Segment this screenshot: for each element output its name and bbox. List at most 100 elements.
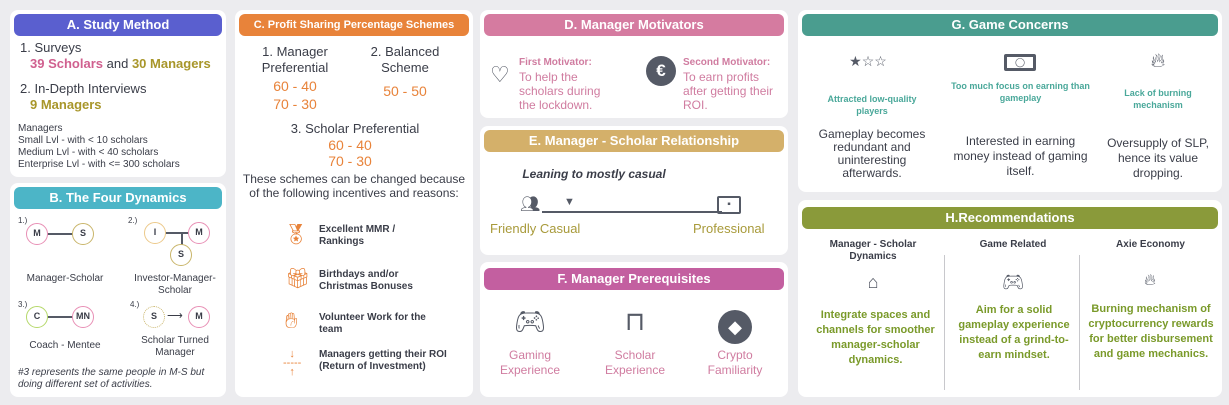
panel-header: C. Profit Sharing Percentage Schemes: [239, 14, 469, 36]
reason-text: Volunteer Work for the team: [319, 312, 426, 335]
panel-header: G. Game Concerns: [802, 14, 1218, 36]
flame-icon: 🔥︎: [1150, 50, 1166, 72]
scheme-label: 1. Manager Preferential: [261, 44, 329, 75]
level-medium: Medium Lvl - with < 40 scholars: [18, 147, 159, 158]
panel-header: D. Manager Motivators: [484, 14, 784, 36]
recommendation-heading: Game Related: [979, 239, 1047, 250]
reason-text: Managers getting their ROI (Return of In…: [319, 349, 447, 372]
recommendation-heading: Axie Economy: [1116, 239, 1185, 250]
interviews-label: 2. In-Depth Interviews: [20, 81, 147, 96]
compress-icon: ↓-----↑: [283, 348, 302, 378]
recommendation-text: Integrate spaces and channels for smooth…: [816, 309, 935, 366]
managers-count: 30 Managers: [131, 56, 211, 71]
interview-count: 9 Managers: [30, 97, 102, 112]
prerequisite-label: Scholar Experience: [604, 348, 666, 377]
euro-icon: €: [646, 56, 676, 86]
concern-heading: Lack of burning mechanism: [1124, 88, 1192, 110]
motivator-text: To help the scholars during the lockdown…: [519, 70, 601, 112]
concern-text: Interested in earning money instead of g…: [953, 134, 1088, 178]
schemes-intro: These schemes can be changed because of …: [242, 172, 466, 200]
manager-node: M: [26, 223, 48, 245]
scholar-node: S: [170, 244, 192, 266]
dynamic-number: 4.): [130, 300, 140, 309]
concern-heading: Too much focus on earning than gameplay: [951, 81, 1090, 103]
dynamic-number: 1.): [18, 216, 28, 225]
concern-text: Oversupply of SLP, hence its value dropp…: [1107, 136, 1209, 180]
and-text: and: [106, 56, 129, 71]
flame-icon: 🔥︎: [1144, 272, 1156, 289]
leaning-text: Leaning to mostly casual: [522, 167, 666, 181]
dynamic-label: Scholar Turned Manager: [141, 335, 209, 358]
manager-node: M: [188, 306, 210, 328]
dynamic-number: 2.): [128, 216, 138, 225]
panel-header: F. Manager Prerequisites: [484, 268, 784, 290]
professional-label: Professional: [693, 221, 765, 236]
dynamics-note: #3 represents the same people in M-S but…: [18, 367, 205, 390]
prerequisite-label: Gaming Experience: [499, 348, 561, 377]
concern-text: Gameplay becomes redundant and uninteres…: [818, 127, 926, 180]
reason-text: Excellent MMR / Rankings: [319, 224, 396, 247]
scholar-node: S: [143, 306, 165, 328]
scheme-value: 60 - 40: [328, 137, 372, 153]
home-icon: ⌂: [867, 272, 879, 292]
medal-icon: 🏅︎: [283, 224, 309, 246]
panel-header: H.Recommendations: [802, 207, 1218, 229]
study-method-panel: A. Study Method 1. Surveys 39 Scholars a…: [10, 10, 226, 177]
prerequisite-label: Crypto Familiarity: [707, 348, 763, 377]
motivator-label: Second Motivator:: [683, 57, 771, 68]
gamepad-icon: 🎮︎: [1001, 272, 1025, 292]
raised-hand-icon: ✋︎: [285, 308, 298, 333]
level-small: Small Lvl - with < 10 scholars: [18, 135, 148, 146]
scheme-value: 60 - 40: [273, 78, 317, 94]
motivator-label: First Motivator:: [519, 57, 592, 68]
surveys-label: 1. Surveys: [20, 40, 82, 55]
concern-heading: Attracted low-quality players: [827, 94, 917, 116]
game-concerns-panel: G. Game Concerns ★☆☆ Attracted low-quali…: [798, 10, 1222, 192]
heart-icon: ♡: [490, 62, 510, 87]
projector-icon: ⊓: [624, 306, 646, 336]
money-bill-icon: ◯: [1004, 54, 1036, 71]
scheme-value: 70 - 30: [328, 153, 372, 169]
gamepad-icon: 🎮︎: [513, 306, 547, 336]
scheme-label: 2. Balanced Scheme: [370, 44, 440, 75]
gift-icon: 🎁︎: [285, 268, 311, 290]
dynamic-label: Manager-Scholar: [26, 273, 104, 284]
surveys-counts: 39 Scholars and 30 Managers: [30, 56, 211, 71]
certificate-icon: ▪: [717, 196, 741, 214]
mentee-node: MN: [72, 306, 94, 328]
dynamic-label: Coach - Mentee: [29, 340, 101, 351]
friendly-casual-label: Friendly Casual: [490, 221, 581, 236]
manager-motivators-panel: D. Manager Motivators ♡ First Motivator:…: [480, 10, 788, 118]
reason-text: Birthdays and/or Christmas Bonuses: [319, 269, 413, 292]
recommendation-text: Burning mechanism of cryptocurrency rewa…: [1088, 303, 1214, 360]
dynamic-number: 3.): [18, 300, 28, 309]
arrow-right-icon: ⟶: [167, 310, 183, 322]
dynamic-label: Investor-Manager-Scholar: [134, 273, 216, 296]
relationship-panel: E. Manager - Scholar Relationship Leanin…: [480, 126, 788, 255]
friends-icon: 👥︎: [520, 196, 541, 213]
four-dynamics-panel: B. The Four Dynamics 1.) M S Manager-Sch…: [10, 183, 226, 397]
profit-sharing-panel: C. Profit Sharing Percentage Schemes 1. …: [235, 10, 473, 397]
panel-header: A. Study Method: [14, 14, 222, 36]
one-star-rating-icon: ★☆☆: [849, 53, 887, 69]
panel-header: E. Manager - Scholar Relationship: [484, 130, 784, 152]
levels-title: Managers: [18, 123, 63, 134]
scholars-count: 39 Scholars: [30, 56, 103, 71]
manager-node: M: [188, 222, 210, 244]
panel-header: B. The Four Dynamics: [14, 187, 222, 209]
recommendation-text: Aim for a solid gameplay experience inst…: [958, 304, 1070, 361]
recommendation-heading: Manager - Scholar Dynamics: [829, 239, 917, 262]
level-enterprise: Enterprise Lvl - with <= 300 scholars: [18, 159, 180, 170]
position-marker: ▼: [564, 196, 575, 208]
scheme-label: 3. Scholar Preferential: [290, 121, 420, 136]
ethereum-icon: ◆: [718, 310, 752, 344]
manager-prerequisites-panel: F. Manager Prerequisites 🎮︎ Gaming Exper…: [480, 262, 788, 397]
coach-node: C: [26, 306, 48, 328]
scheme-value: 70 - 30: [273, 96, 317, 112]
recommendations-panel: H.Recommendations Manager - Scholar Dyna…: [798, 200, 1222, 397]
scheme-value: 50 - 50: [383, 83, 427, 99]
investor-node: I: [144, 222, 166, 244]
motivator-text: To earn profits after getting their ROI.: [683, 70, 774, 112]
scholar-node: S: [72, 223, 94, 245]
